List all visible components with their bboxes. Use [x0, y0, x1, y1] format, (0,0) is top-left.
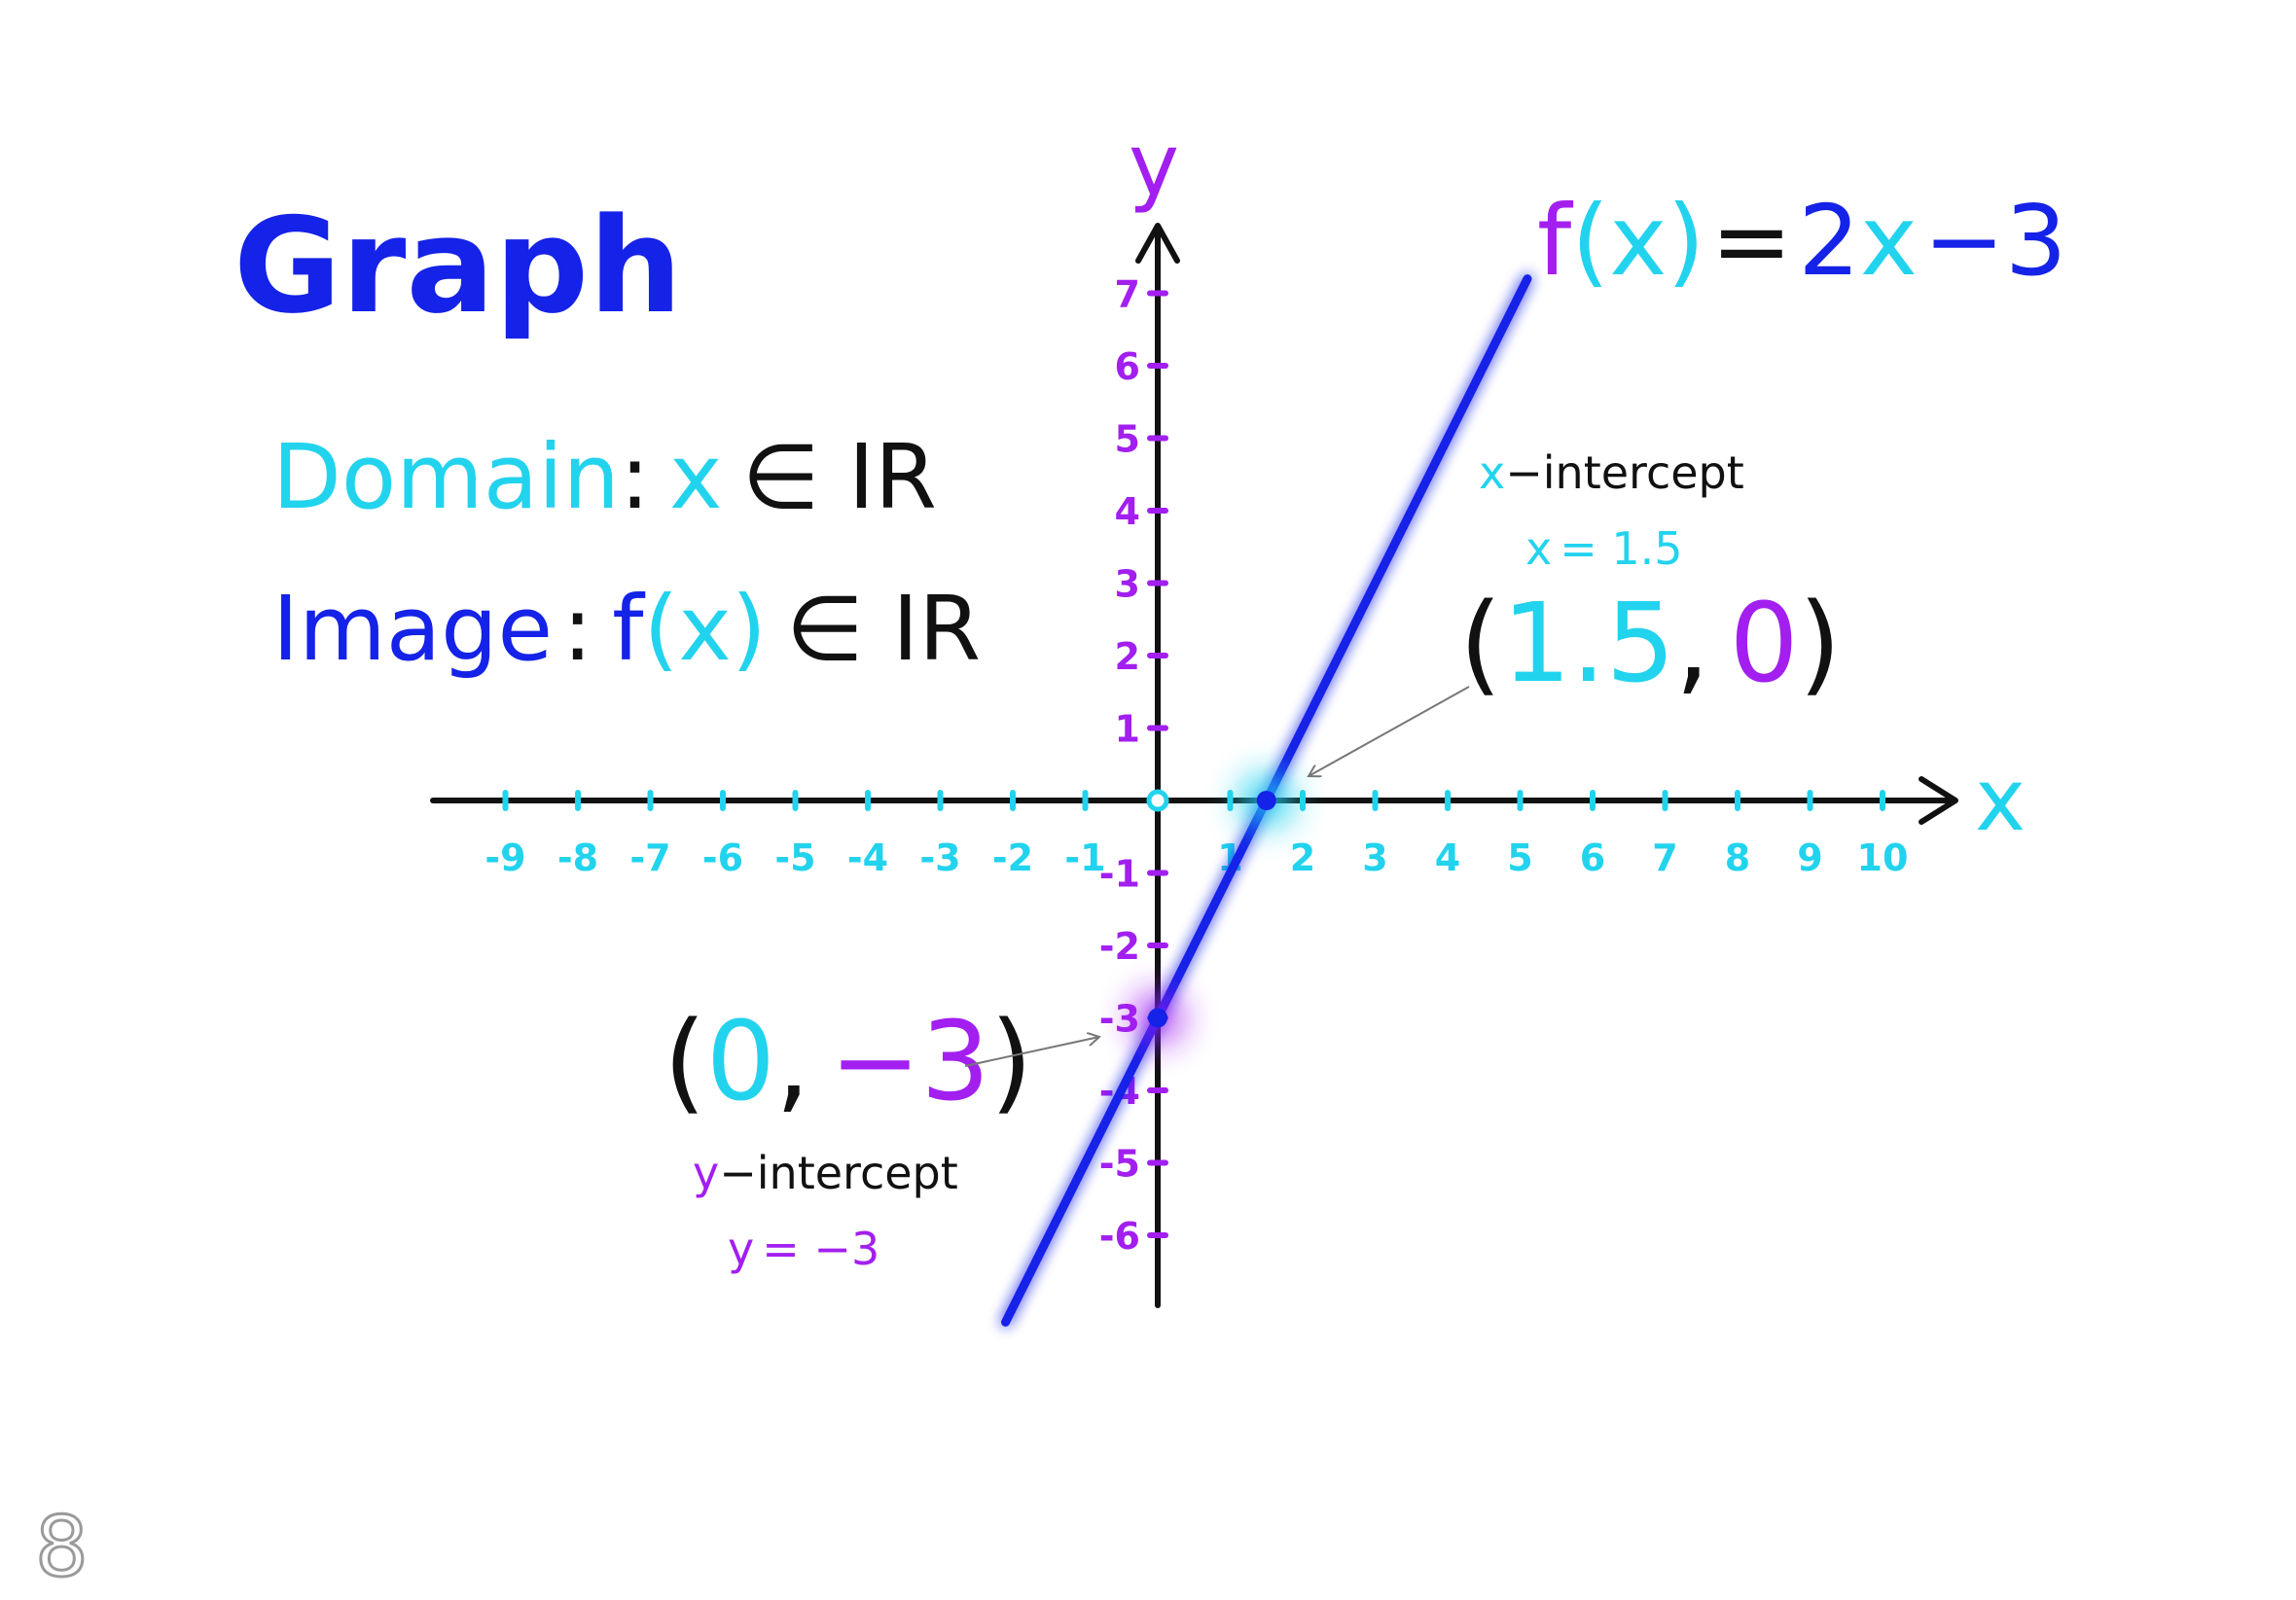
x-tick-label: -3: [919, 836, 960, 879]
y-tick-label: 5: [1115, 418, 1140, 461]
y-pt-open: (: [664, 999, 706, 1125]
domain-colon: :: [620, 425, 650, 529]
y-pt-x: 0: [706, 999, 775, 1125]
y-tick-label: 4: [1115, 490, 1140, 533]
x-int-var: x: [1479, 446, 1505, 499]
x-axis-arrow: [1919, 776, 1958, 825]
func-minus3: −3: [1923, 184, 2066, 298]
x-tick-label: -4: [847, 836, 888, 879]
x-intercept-pointer: [1309, 686, 1470, 776]
page-number: 8: [35, 1499, 89, 1595]
x-tick-label: 10: [1857, 836, 1909, 879]
x-pt-close: ): [1799, 581, 1842, 707]
y-int-eq-var: y: [728, 1223, 754, 1275]
x-axis-label: x: [1975, 750, 2026, 850]
image-statement: Image:f(x)∈ IR: [272, 577, 981, 681]
image-label: Image: [272, 577, 553, 681]
x-tick-label: -5: [774, 836, 815, 879]
y-axis-arrow: [1135, 223, 1180, 264]
func-f: f: [1537, 184, 1574, 298]
y-tick-label: 6: [1115, 345, 1140, 388]
y-tick-label: -6: [1099, 1215, 1140, 1258]
func-x2: x: [1860, 184, 1918, 298]
x-intercept-point: (1.5,0): [1459, 581, 1841, 707]
function-equation: f(x)=2x−3: [1537, 184, 2066, 298]
x-int-eq-rest: = 1.5: [1560, 522, 1682, 575]
x-tick-label: -2: [992, 836, 1033, 879]
domain-variable: x: [669, 425, 722, 529]
image-set: ∈ IR: [786, 577, 981, 681]
x-tick-label: 3: [1362, 836, 1387, 879]
domain-set: ∈ IR: [741, 425, 936, 529]
func-eq: =: [1710, 184, 1792, 298]
func-two: 2: [1798, 184, 1860, 298]
x-int-text: −intercept: [1505, 446, 1744, 499]
y-intercept-value: y= −3: [728, 1223, 879, 1275]
y-tick-label: 2: [1115, 635, 1140, 678]
x-tick-label: -6: [702, 836, 743, 879]
x-tick-label: -7: [629, 836, 670, 879]
image-x: (x): [644, 577, 767, 681]
x-tick-label: 9: [1797, 836, 1822, 879]
points: [1129, 771, 1296, 1048]
domain-label: Domain: [272, 425, 620, 529]
x-intercept-marker: [1256, 791, 1276, 810]
y-tick-label: -5: [1099, 1143, 1140, 1186]
y-int-text: −intercept: [719, 1147, 958, 1199]
x-tick-label: 5: [1507, 836, 1532, 879]
y-int-eq-rest: = −3: [762, 1223, 879, 1275]
func-x: (x): [1571, 184, 1704, 298]
y-tick-label: 7: [1115, 273, 1140, 316]
y-intercept-pointer: [964, 1037, 1099, 1067]
y-pt-y: −3: [830, 999, 990, 1125]
x-intercept-value: x= 1.5: [1525, 522, 1683, 575]
x-pt-comma: ,: [1675, 581, 1710, 707]
x-intercept-label: x−intercept: [1479, 446, 1744, 499]
image-colon: :: [562, 577, 592, 681]
y-tick-label: -1: [1099, 853, 1140, 896]
x-tick-label: 7: [1652, 836, 1677, 879]
x-tick-label: -8: [557, 836, 598, 879]
image-f: f: [612, 577, 646, 681]
x-int-eq-var: x: [1525, 522, 1552, 575]
x-tick-label: 4: [1435, 836, 1460, 879]
y-intercept-point: (0,−3): [664, 999, 1032, 1125]
y-intercept-label: y−intercept: [693, 1147, 958, 1199]
origin-point: [1146, 789, 1169, 812]
x-tick-label: 2: [1290, 836, 1315, 879]
domain-statement: Domain:x∈ IR: [272, 425, 937, 529]
axes: xy: [430, 115, 2026, 1308]
x-pt-open: (: [1459, 581, 1502, 707]
y-intercept-marker: [1148, 1008, 1167, 1028]
x-tick-label: 8: [1725, 836, 1750, 879]
y-tick-label: 3: [1115, 563, 1140, 606]
y-pt-close: ): [990, 999, 1033, 1125]
y-tick-label: -2: [1099, 925, 1140, 968]
x-tick-label: 6: [1580, 836, 1605, 879]
page-title: Graph: [233, 190, 682, 342]
y-axis-label: y: [1129, 115, 1179, 215]
x-pt-x: 1.5: [1502, 581, 1675, 707]
x-tick-label: -1: [1064, 836, 1105, 879]
y-pt-comma: ,: [775, 999, 810, 1125]
x-tick-label: -9: [484, 836, 525, 879]
x-pt-y: 0: [1729, 581, 1798, 707]
y-tick-label: 1: [1115, 708, 1140, 751]
y-int-var: y: [693, 1147, 719, 1199]
